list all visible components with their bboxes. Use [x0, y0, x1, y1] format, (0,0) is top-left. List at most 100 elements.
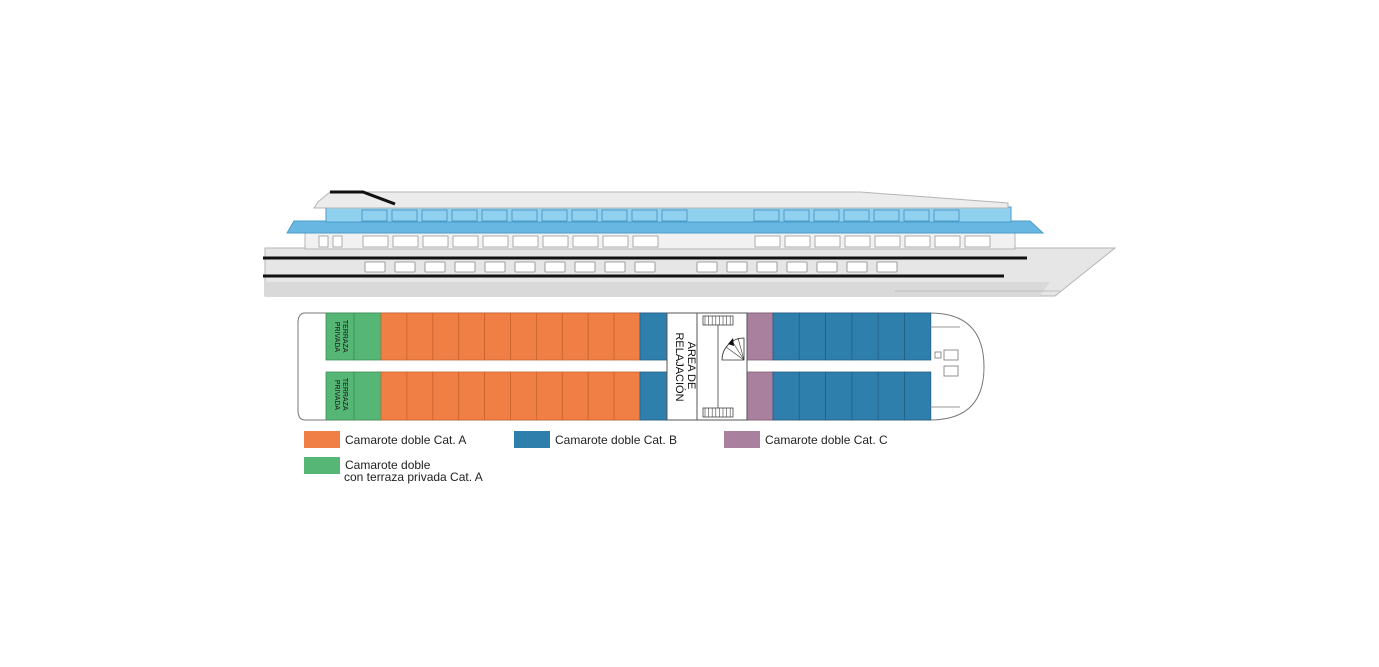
legend-label-cat-a-terrace-line2: con terraza privada Cat. A — [344, 470, 483, 484]
legend-label-cat-a: Camarote doble Cat. A — [345, 433, 467, 447]
cabin-cat-a — [484, 371, 511, 421]
upper-window — [661, 209, 688, 222]
middle-window — [318, 235, 329, 248]
hull-window — [544, 261, 566, 273]
middle-window — [874, 235, 901, 248]
stairs-top — [702, 315, 734, 326]
hull-windows — [364, 261, 898, 273]
upper-deck-windows — [361, 209, 960, 222]
cabin-cat-a — [613, 312, 641, 361]
cabin-cat-a — [587, 312, 615, 361]
cabin-cat-b — [798, 371, 826, 421]
hull-window — [634, 261, 656, 273]
legend-swatch-cat-b — [514, 431, 550, 448]
terrace-label-top-line2: PRIVADA — [333, 322, 340, 353]
legend-item-cat-b: Camarote doble Cat. B — [514, 431, 677, 448]
lounge-label-line1: ÁREA DE — [685, 342, 698, 390]
cabin-cat-a — [510, 371, 537, 421]
cabin-cat-c — [746, 371, 774, 421]
cabin-cat-a — [510, 312, 537, 361]
upper-window — [361, 209, 388, 222]
upper-window — [601, 209, 628, 222]
middle-window — [602, 235, 629, 248]
hull-window — [484, 261, 506, 273]
middle-window — [904, 235, 931, 248]
middle-window — [632, 235, 659, 248]
legend-label-cat-b: Camarote doble Cat. B — [555, 433, 678, 447]
terrace-label-bottom-line2: PRIVADA — [333, 380, 340, 411]
terrace-label-bottom: TERRAZA PRIVADA — [333, 378, 348, 412]
middle-window — [332, 235, 343, 248]
cabin-cat-a — [380, 312, 408, 361]
terrace-label-top-line1: TERRAZA — [341, 320, 348, 353]
hull-window — [876, 261, 898, 273]
cabin-cat-a — [613, 371, 641, 421]
middle-window — [814, 235, 841, 248]
hull-window — [696, 261, 718, 273]
lounge-label: ÁREA DE RELAJACIÓN — [673, 332, 698, 401]
upper-window — [843, 209, 870, 222]
cabin-cat-b — [825, 371, 853, 421]
cabin-cat-b — [639, 371, 668, 421]
hull-window — [786, 261, 808, 273]
hull-window — [514, 261, 536, 273]
hull-window — [726, 261, 748, 273]
hull-window — [756, 261, 778, 273]
upper-window — [903, 209, 930, 222]
upper-window — [391, 209, 418, 222]
sun-deck — [313, 191, 1009, 209]
cabin-cat-a — [536, 371, 563, 421]
cabin-cat-a-terrace — [353, 371, 382, 421]
cabin-cat-a — [458, 312, 486, 361]
cabin-cat-b — [825, 312, 853, 361]
cabin-cat-a — [561, 371, 589, 421]
cabin-cat-b — [639, 312, 668, 361]
cabin-cat-a — [380, 371, 408, 421]
legend-label-cat-a-terrace-line1: Camarote doble — [345, 458, 431, 472]
cabin-cat-b — [772, 312, 800, 361]
legend-swatch-cat-a — [304, 431, 340, 448]
deck-plan-top-view: ÁREA DE RELAJACIÓN TERRAZA PRIVADA TERRA… — [297, 312, 985, 421]
upper-window — [753, 209, 780, 222]
upper-window — [783, 209, 810, 222]
cabin-cat-b — [851, 312, 879, 361]
middle-window — [512, 235, 539, 248]
upper-window — [511, 209, 538, 222]
stairwell — [696, 312, 748, 421]
cabin-cat-a — [561, 312, 589, 361]
middle-window — [784, 235, 811, 248]
stairs-bottom — [702, 407, 734, 418]
upper-window — [451, 209, 478, 222]
cabin-cat-a — [587, 371, 615, 421]
terrace-label-bottom-line1: TERRAZA — [341, 378, 348, 411]
hull-window — [816, 261, 838, 273]
middle-window — [572, 235, 599, 248]
middle-deck-windows — [318, 235, 991, 248]
spiral-staircase-icon — [721, 337, 745, 361]
cabin-cat-a — [406, 312, 434, 361]
bow-fittings — [930, 326, 960, 408]
ship-side-view — [263, 190, 1117, 297]
legend-label-cat-c: Camarote doble Cat. C — [765, 433, 888, 447]
middle-window — [452, 235, 479, 248]
middle-window — [964, 235, 991, 248]
cabin-cat-a-terrace-terrace — [325, 371, 355, 421]
upper-window — [873, 209, 900, 222]
legend-item-cat-a: Camarote doble Cat. A — [304, 431, 466, 448]
middle-window — [754, 235, 781, 248]
cabin-cat-b — [904, 371, 932, 421]
middle-window — [542, 235, 569, 248]
hull-window — [364, 261, 386, 273]
cabin-cat-a — [432, 371, 460, 421]
legend-swatch-cat-c — [724, 431, 760, 448]
hull-window — [846, 261, 868, 273]
hull-window — [454, 261, 476, 273]
blue-deck-band — [286, 220, 1045, 234]
cabin-cat-b — [877, 312, 905, 361]
hull-window — [574, 261, 596, 273]
cabin-cat-a — [484, 312, 511, 361]
hull-window — [604, 261, 626, 273]
hull-window — [424, 261, 446, 273]
legend-swatch-cat-a-terrace — [304, 457, 340, 474]
